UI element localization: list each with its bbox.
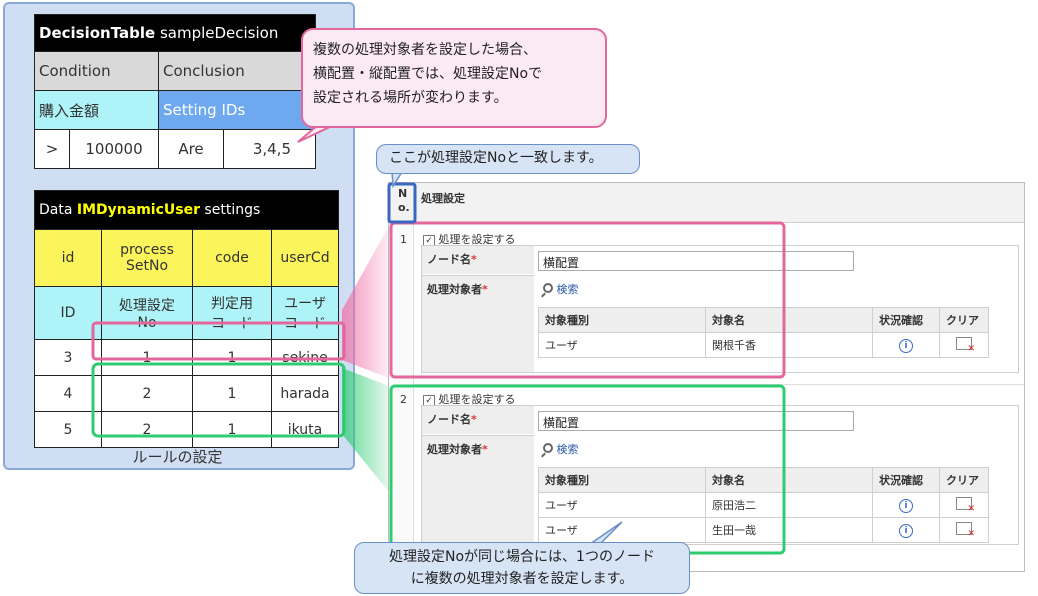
conclusion-ids: 3,4,5 — [223, 129, 316, 169]
clear-icon[interactable] — [956, 522, 975, 539]
cell-target-type: ユーザ — [538, 332, 706, 358]
pink-connector — [342, 226, 389, 378]
target-label: 処理対象者* — [422, 435, 534, 544]
clear-icon[interactable] — [956, 337, 975, 354]
green-highlight-rule — [91, 362, 346, 438]
col-header-code: code — [192, 229, 272, 287]
info-icon[interactable]: i — [899, 338, 913, 353]
node-name-input[interactable]: 横配置 — [538, 251, 854, 271]
cell-target-name: 生田一哉 — [705, 517, 873, 543]
process-enable-checkbox[interactable]: ✓ 処理を設定する — [423, 391, 516, 407]
dynamic-user-title: Data IMDynamicUser settings — [34, 190, 339, 230]
table-row: ユーザ 生田一哉 i — [538, 517, 989, 543]
cell-user: ikuta — [271, 411, 339, 448]
green-connector — [342, 368, 389, 492]
target-table: 対象種別 対象名 状況確認 クリア ユーザ 関根千香 i — [538, 307, 989, 358]
col-status: 状況確認 — [872, 467, 940, 493]
cell-code: 1 — [192, 375, 272, 412]
block-2-fields — [421, 405, 1019, 545]
cell-id: 3 — [34, 339, 102, 376]
search-link-label: 検索 — [556, 443, 579, 456]
process-enable-checkbox[interactable]: ✓ 処理を設定する — [423, 231, 516, 247]
search-link-label: 検索 — [556, 283, 579, 296]
pink-callout: 複数の処理対象者を設定した場合、 横配置・縦配置では、処理設定Noで 設定される… — [301, 28, 607, 128]
form-header — [389, 183, 1024, 223]
cell-clear — [939, 517, 989, 543]
condition-header: Condition — [34, 51, 159, 91]
col-clear: クリア — [939, 467, 989, 493]
checkbox-label: 処理を設定する — [438, 393, 516, 406]
col-header-usercd: userCd — [271, 229, 339, 287]
conclusion-verb: Are — [158, 129, 224, 169]
info-icon[interactable]: i — [899, 523, 913, 538]
col-target-type: 対象種別 — [538, 467, 706, 493]
rule-caption: ルールの設定 — [132, 448, 223, 466]
no-column-highlight — [387, 182, 417, 224]
cell-status: i — [872, 517, 940, 543]
block-number: 2 — [400, 393, 407, 406]
cell-user: harada — [271, 375, 339, 412]
no-callout: ここが処理設定Noと一致します。 — [376, 144, 640, 174]
no-column — [389, 223, 414, 571]
cell-target-name: 原田浩二 — [705, 492, 873, 518]
bottom-callout-tail — [587, 521, 623, 545]
info-icon[interactable]: i — [899, 498, 913, 513]
green-highlight-form — [389, 384, 786, 555]
conclusion-field: Setting IDs — [158, 90, 316, 130]
decision-table-title: DecisionTable sampleDecision — [34, 14, 316, 52]
settings-column-header: 処理設定 — [421, 192, 465, 205]
cell-setno: 2 — [101, 375, 193, 412]
search-icon — [543, 443, 553, 453]
block-number: 1 — [400, 233, 407, 246]
clear-icon[interactable] — [956, 497, 975, 514]
node-name-label: ノード名* — [422, 406, 534, 434]
col-clear: クリア — [939, 307, 989, 333]
search-icon — [543, 283, 553, 293]
conclusion-header: Conclusion — [158, 51, 316, 91]
target-label: 処理対象者* — [422, 275, 534, 372]
col-target-type: 対象種別 — [538, 307, 706, 333]
sub-header-usercd: ユーザコード — [271, 286, 339, 340]
pink-highlight-rule — [91, 321, 346, 361]
node-name-label: ノード名* — [422, 246, 534, 274]
table-row: 5 2 1 ikuta — [34, 411, 339, 448]
search-link[interactable]: 検索 — [543, 441, 579, 457]
cell-target-name: 関根千香 — [705, 332, 873, 358]
cell-status: i — [872, 332, 940, 358]
cell-id: 5 — [34, 411, 102, 448]
checkbox-label: 処理を設定する — [438, 233, 516, 246]
search-link[interactable]: 検索 — [543, 281, 579, 297]
table-row: 4 2 1 harada — [34, 375, 339, 412]
cell-code: 1 — [192, 411, 272, 448]
condition-value: 100000 — [69, 129, 159, 169]
cell-clear — [939, 332, 989, 358]
node-name-input[interactable]: 横配置 — [538, 411, 854, 431]
pink-highlight-form — [389, 221, 786, 379]
sub-header-code: 判定用コード — [192, 286, 272, 340]
bottom-callout: 処理設定Noが同じ場合には、1つのノード に複数の処理対象者を設定します。 — [354, 542, 690, 594]
block-1-fields — [421, 245, 1019, 373]
table-row: ユーザ 関根千香 i — [538, 332, 989, 358]
decision-table: DecisionTable sampleDecision Condition C… — [34, 14, 316, 169]
condition-operator: > — [34, 129, 70, 169]
condition-field: 購入金額 — [34, 90, 159, 130]
table-row: ユーザ 原田浩二 i — [538, 492, 989, 518]
target-table: 対象種別 対象名 状況確認 クリア ユーザ 原田浩二 i ユーザ 生田一哉 i — [538, 467, 989, 543]
checkbox-check-icon: ✓ — [423, 235, 435, 247]
cell-status: i — [872, 492, 940, 518]
col-target-name: 対象名 — [705, 307, 873, 333]
